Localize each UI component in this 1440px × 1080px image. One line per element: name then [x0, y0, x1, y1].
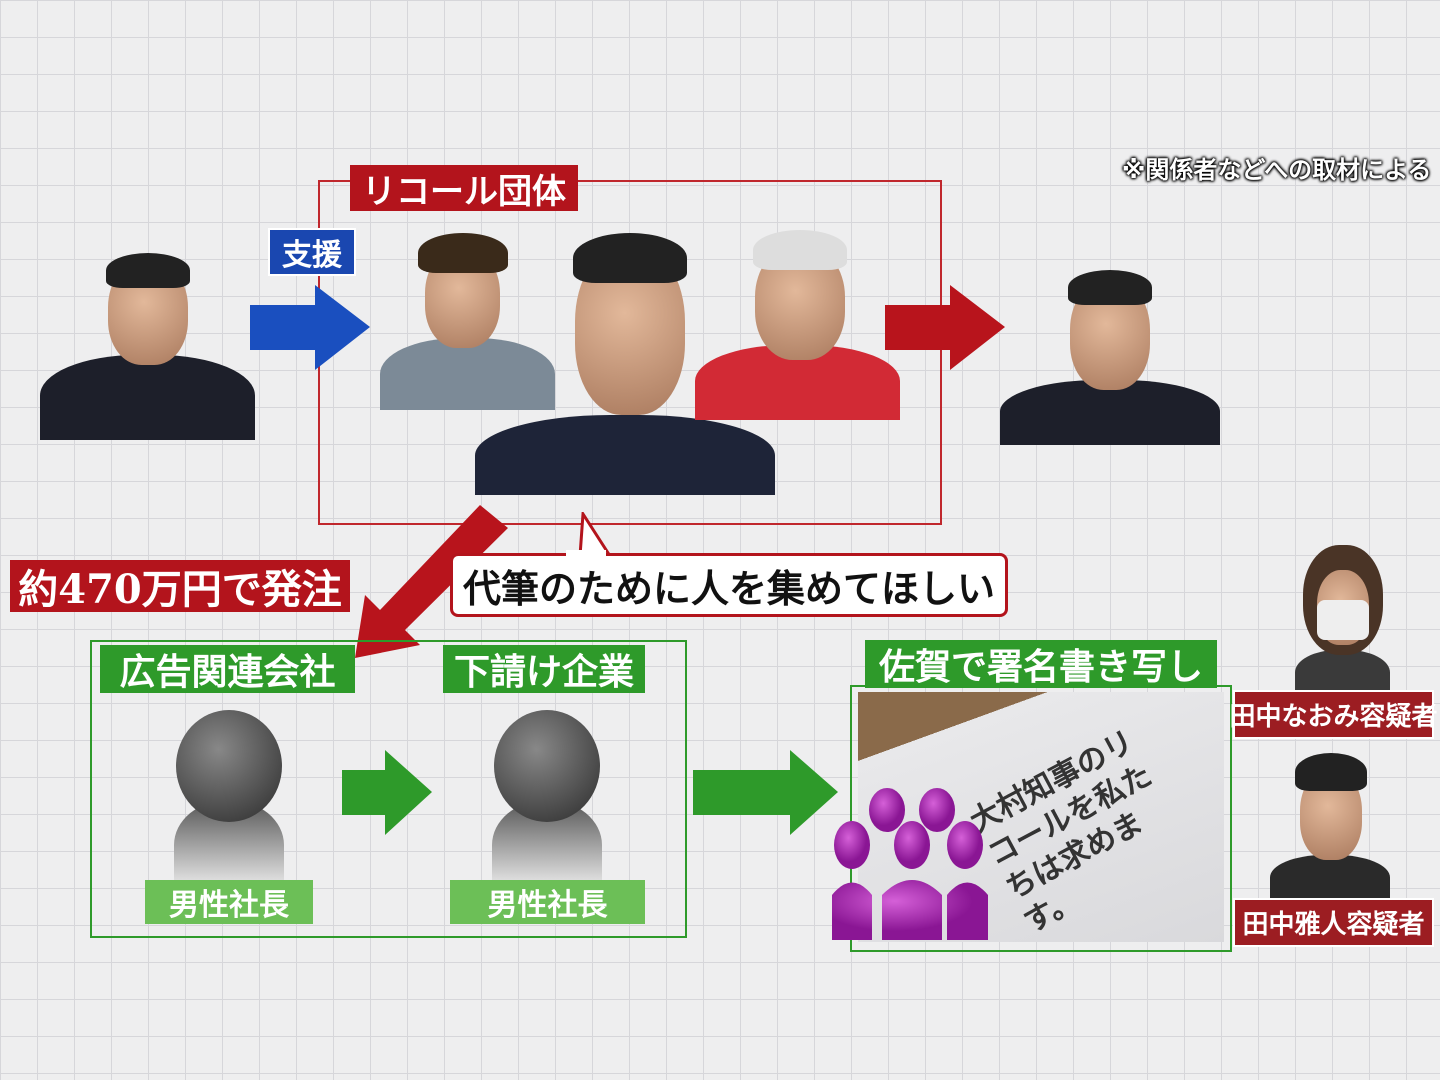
speech-bubble: 代筆のために人を集めてほしい	[450, 553, 1008, 617]
red-arrow-icon	[885, 285, 1005, 370]
suspect-label-2: 田中雅人容疑者	[1233, 898, 1434, 947]
suspect-photo-1	[1295, 540, 1390, 690]
anonymous-head-icon	[494, 710, 600, 822]
ad-company-label: 広告関連会社	[100, 645, 355, 693]
green-arrow-icon	[342, 750, 432, 835]
recall-group-label: リコール団体	[350, 165, 578, 212]
person-photo-left	[40, 245, 255, 440]
person-photo-right-group	[695, 225, 900, 420]
order-label: 約470万円で発注	[10, 560, 350, 613]
red-diagonal-arrow-icon	[355, 505, 508, 658]
male-president-label: 男性社長	[450, 880, 645, 924]
person-photo-woman	[380, 228, 555, 410]
blue-arrow-icon	[250, 285, 370, 370]
face-mask	[1317, 600, 1369, 640]
document-text: 大村知事のリコールを私たちは求めます。	[964, 724, 1158, 941]
saga-label: 佐賀で署名書き写し	[865, 640, 1217, 688]
support-label: 支援	[268, 228, 356, 276]
person-photo-governor	[1000, 265, 1220, 445]
suspect-photo-2	[1270, 745, 1390, 900]
group-of-people-icon	[832, 788, 988, 940]
anonymous-head-icon	[176, 710, 282, 822]
male-president-label: 男性社長	[145, 880, 313, 924]
suspect-label-1: 田中なおみ容疑者	[1230, 690, 1438, 739]
source-note: ※関係者などへの取材による	[1122, 156, 1432, 184]
company-box	[90, 640, 687, 938]
green-arrow-icon	[693, 750, 838, 835]
subcontractor-label: 下請け企業	[443, 645, 645, 693]
person-photo-center	[475, 225, 775, 495]
